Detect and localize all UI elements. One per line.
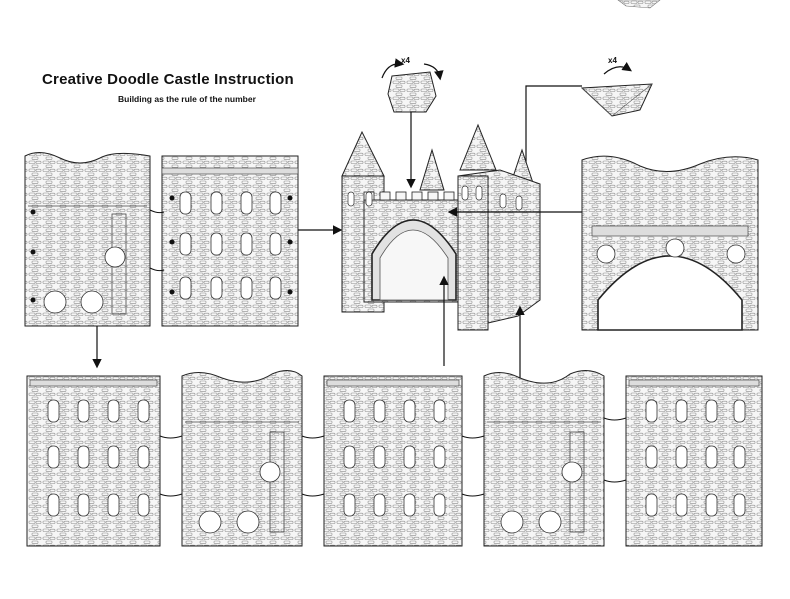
corner-roof-part [580, 62, 653, 117]
page-title: Creative Doodle Castle Instruction [42, 71, 294, 88]
tower-cap-part [381, 58, 444, 113]
assembled-castle [341, 123, 541, 331]
character-face [43, 290, 67, 314]
character-face [80, 290, 104, 314]
cropped-part-corner [617, 0, 661, 9]
character-face [104, 246, 126, 268]
panel-gate-arch [581, 155, 759, 331]
panel-top-wall-a [24, 152, 151, 327]
panel-bottom-3 [323, 375, 463, 547]
panel-top-windows-b [161, 155, 299, 327]
panel-bottom-5 [625, 375, 763, 547]
panel-bottom-4 [483, 370, 605, 547]
page-subtitle: Building as the rule of the number [118, 94, 256, 104]
arrow-roof-to-castle [521, 85, 582, 189]
tower-cap-quantity: x4 [401, 56, 410, 65]
corner-roof-quantity: x4 [608, 56, 617, 65]
panel-bottom-1 [26, 375, 161, 547]
panel-bottom-2 [181, 370, 303, 547]
panel-connectors [159, 417, 627, 497]
